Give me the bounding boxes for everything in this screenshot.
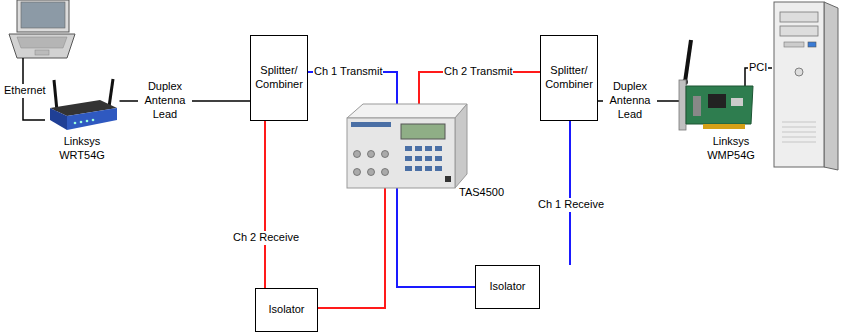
node-label: Isolator: [489, 280, 525, 294]
pci-wire: [745, 68, 772, 86]
connector: [318, 186, 385, 308]
node-label: Splitter/ Combiner: [254, 64, 304, 92]
node-label: Splitter/ Combiner: [544, 64, 594, 92]
test-set-node: TAS4500: [345, 96, 510, 200]
splitter-box: Splitter/ Combiner: [250, 35, 308, 121]
splitter-box: Splitter/ Combiner: [540, 35, 598, 121]
connector-label: Duplex Antenna Lead: [138, 80, 192, 121]
node-label: Linksys WMP54G: [705, 135, 757, 163]
isolator-box: Isolator: [255, 288, 318, 332]
test-set-icon: [345, 96, 470, 196]
node-label: Isolator: [268, 303, 304, 317]
connector: [598, 100, 681, 102]
connector: [264, 121, 266, 288]
wireless-card-node: Linksys WMP54G: [660, 38, 760, 163]
connector-label: Duplex Antenna Lead: [603, 80, 657, 121]
connector-label: Ch 2 Receive: [232, 231, 300, 245]
connector: [419, 72, 540, 108]
connector: [569, 121, 571, 265]
connector: [120, 100, 251, 102]
connector: [397, 186, 475, 287]
connector-label: Ch 1 Transmit: [313, 65, 383, 79]
ethernet-wire: [23, 58, 45, 120]
connector-label: Ch 2 Transmit: [443, 65, 513, 79]
pc-tower-icon: [774, 2, 838, 170]
connector: [308, 72, 397, 108]
wire-label: PCI: [748, 61, 768, 75]
isolator-box: Isolator: [475, 265, 540, 309]
laptop-icon: [9, 0, 75, 58]
wireless-card-icon: [663, 38, 758, 133]
router-node: Linksys WRT54G: [40, 78, 124, 163]
router-icon: [45, 78, 120, 133]
wire-label: Ethernet: [3, 84, 47, 98]
connector-label: Ch 1 Receive: [537, 198, 605, 212]
node-label: TAS4500: [459, 186, 510, 200]
node-label: Linksys WRT54G: [57, 135, 107, 163]
